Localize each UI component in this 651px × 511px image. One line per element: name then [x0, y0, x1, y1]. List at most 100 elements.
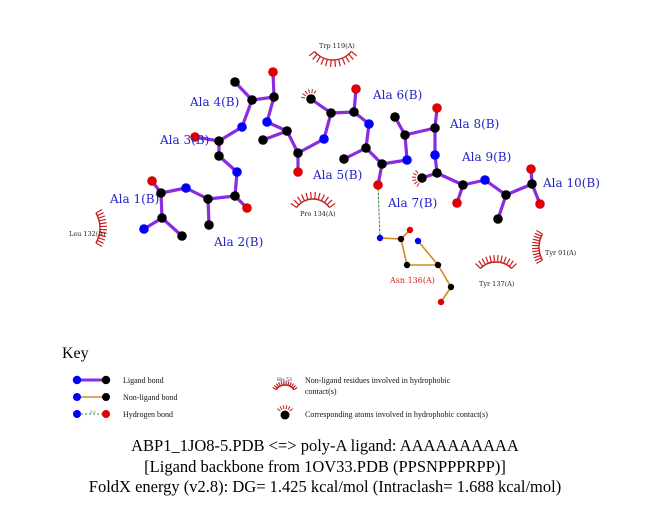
carbon-atom [349, 107, 359, 117]
oxygen-atom [526, 164, 536, 174]
hydrophobic-atom-spokes [301, 89, 317, 99]
key-corresponding-atom-spokes [277, 405, 293, 412]
carbon-atom [177, 231, 187, 241]
key-nonligand-bond-atom-c [102, 393, 110, 401]
hydrophobic-arc-trp119 [308, 50, 358, 67]
carbon-atom [339, 154, 349, 164]
hydrophobic-label-tyr137: Tyr 137(A) [479, 280, 515, 288]
residue-label-ala3: Ala 3(B) [159, 133, 209, 147]
oxygen-atom [293, 167, 303, 177]
nitrogen-atom [232, 167, 242, 177]
residue-label-ala6: Ala 6(B) [372, 88, 422, 102]
carbon-atom [400, 130, 410, 140]
nitrogen-atom [430, 150, 440, 160]
hydrophobic-atom-spokes [412, 170, 420, 187]
key-hbond-distance: 3.0 [90, 409, 96, 414]
nitrogen-atom [414, 237, 422, 245]
residue-label-ala5: Ala 5(B) [312, 168, 362, 182]
key-nonligand-bond-label: Non-ligand bond [123, 393, 177, 402]
key-nonligand-bond-atom-n [73, 393, 81, 401]
carbon-atom [214, 151, 224, 161]
nitrogen-atom [480, 175, 490, 185]
nonligand-bond [417, 240, 439, 266]
carbon-atom [293, 148, 303, 158]
oxygen-atom [190, 132, 200, 142]
nitrogen-atom [262, 117, 272, 127]
carbon-atom [247, 95, 257, 105]
carbon-atom [458, 180, 468, 190]
key-corresponding-atoms-label: Corresponding atoms involved in hydropho… [305, 410, 488, 419]
nitrogen-atom [139, 224, 149, 234]
legend-key: Key Ligand bond Non-ligand bond 3.0 Hydr… [62, 345, 488, 420]
oxygen-atom [535, 199, 545, 209]
hbond-layer [377, 184, 381, 239]
oxygen-atom [432, 103, 442, 113]
ligand-bond [403, 126, 437, 137]
carbon-atom [434, 261, 442, 269]
caption-line2: [Ligand backbone from 1OV33.PDB (PPSNPPP… [144, 457, 506, 476]
residue-label-ala1: Ala 1(B) [109, 192, 159, 206]
carbon-atom [157, 213, 167, 223]
ligand-bond [296, 137, 326, 155]
hydrophobic-arc-leu132 [95, 208, 107, 248]
carbon-atom [269, 92, 279, 102]
oxygen-atom [452, 198, 462, 208]
hydrophobic-arc-pro134 [290, 192, 336, 209]
carbon-atom [430, 123, 440, 133]
key-hydrophobic-residues-line2: contact(s) [305, 387, 337, 396]
hydrophobic-label-pro134: Pro 134(A) [300, 210, 336, 218]
carbon-atom [326, 108, 336, 118]
carbon-atom [447, 283, 455, 291]
carbon-atom [390, 112, 400, 122]
carbon-atom [203, 194, 213, 204]
carbon-atom [417, 173, 427, 183]
hydrophobic-arc-tyr137 [475, 255, 517, 269]
carbon-atom [230, 77, 240, 87]
residue-label-ala2: Ala 2(B) [213, 235, 263, 249]
residue-label-ala4: Ala 4(B) [189, 95, 239, 109]
hydrophobic-label-trp119: Trp 119(A) [319, 42, 355, 50]
caption-line1: ABP1_1JO8-5.PDB <=> poly-A ligand: AAAAA… [131, 436, 519, 455]
nitrogen-atom [402, 155, 412, 165]
nonligand-bond [379, 237, 402, 240]
carbon-atom [397, 235, 405, 243]
key-atom-spokes-shape [277, 405, 293, 412]
key-hydrogen-bond-atom-n [73, 410, 81, 418]
nitrogen-atom [376, 234, 384, 242]
carbon-atom [403, 261, 411, 269]
hydrogen-bond [377, 184, 381, 239]
residue-label-ala8: Ala 8(B) [449, 117, 499, 131]
oxygen-atom [373, 180, 383, 190]
key-ligand-bond-atom-c [101, 375, 111, 385]
carbon-atom [282, 126, 292, 136]
hbond-residue-label-asn136: Asn 136(A) [389, 276, 435, 285]
carbon-atom [204, 220, 214, 230]
nitrogen-atom [364, 119, 374, 129]
hydrophobic-arc-tyr91 [532, 229, 544, 265]
key-hydrogen-bond-label: Hydrogen bond [123, 410, 173, 419]
residue-label-ala7: Ala 7(B) [387, 196, 437, 210]
oxygen-atom [351, 84, 361, 94]
residue-label-ala10: Ala 10(B) [542, 176, 600, 190]
carbon-atom [258, 135, 268, 145]
carbon-atom [432, 168, 442, 178]
carbon-atom [306, 94, 316, 104]
residue-label-ala9: Ala 9(B) [461, 150, 511, 164]
key-hydrophobic-residues-line1: Non-ligand residues involved in hydropho… [305, 376, 451, 385]
nitrogen-atom [319, 134, 329, 144]
carbon-atom [493, 214, 503, 224]
atom-layer [139, 67, 545, 306]
carbon-atom [214, 136, 224, 146]
nonligand-bond [400, 238, 408, 266]
key-ligand-bond-label: Ligand bond [123, 376, 164, 385]
oxygen-atom [242, 203, 252, 213]
hydrophobic-label-leu132: Leu 132(A) [69, 230, 106, 238]
carbon-atom [377, 159, 387, 169]
key-title: Key [62, 345, 89, 362]
key-ligand-bond-atom-n [72, 375, 82, 385]
caption-line3: FoldX energy (v2.8): DG= 1.425 kcal/mol … [89, 477, 561, 496]
key-arc-shape [272, 381, 298, 391]
key-example-residue: His 53 [277, 377, 292, 383]
oxygen-atom [406, 226, 414, 234]
